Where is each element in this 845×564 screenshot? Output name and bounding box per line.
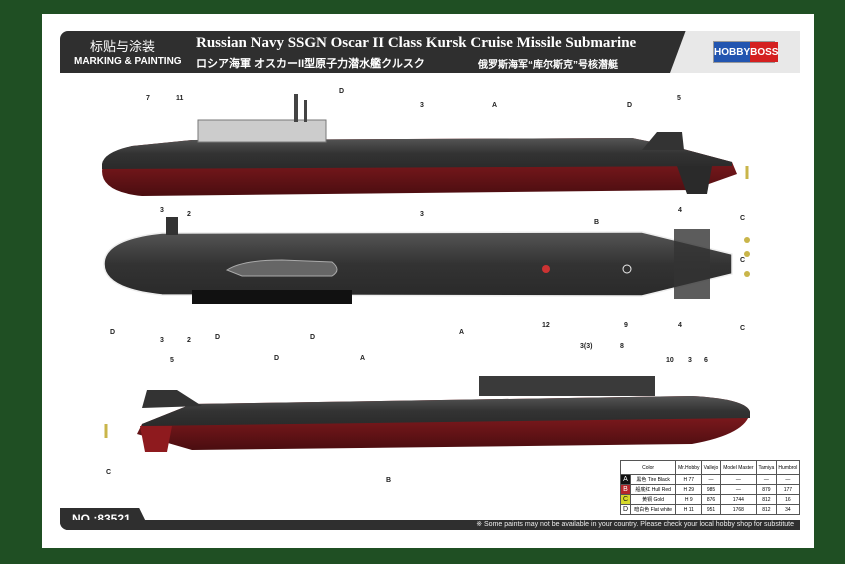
- swatch: B: [620, 484, 631, 495]
- callout-label: 3(3): [580, 343, 592, 350]
- callout-label: 5: [677, 95, 681, 102]
- cell: 812: [756, 494, 777, 505]
- callout-label: D: [215, 334, 220, 341]
- paint-note: ※ Some paints may not be available in yo…: [476, 521, 794, 528]
- callout-label: A: [492, 102, 497, 109]
- cell: —: [701, 474, 721, 485]
- callout-label: D: [274, 355, 279, 362]
- callout-label: D: [310, 334, 315, 341]
- color-name: 船底红 Hull Red: [629, 484, 677, 495]
- callout-label: C: [740, 257, 745, 264]
- callout-label: 3: [160, 207, 164, 214]
- callout-label: 3: [688, 357, 692, 364]
- swatch: A: [620, 474, 631, 485]
- color-name: 暗白色 Flat white: [629, 504, 677, 515]
- callout-label: 9: [624, 322, 628, 329]
- callout-label: 6: [704, 357, 708, 364]
- cell: 951: [701, 504, 721, 515]
- cell: H 9: [675, 494, 703, 505]
- section-title: MARKING & PAINTING: [74, 56, 182, 67]
- col-mrhobby: Mr.Hobby: [675, 460, 703, 475]
- jp-title: ロシア海軍 オスカーII型原子力潜水艦クルスク: [196, 58, 425, 70]
- callout-label: A: [360, 355, 365, 362]
- callout-label: A: [459, 329, 464, 336]
- cell: —: [775, 474, 801, 485]
- cn-section-title: 标贴与涂装: [90, 39, 156, 54]
- color-name: 黑色 Tire Black: [629, 474, 677, 485]
- cell: H 11: [675, 504, 703, 515]
- col-vallejo: Vallejo: [701, 460, 721, 475]
- cell: 1768: [719, 504, 758, 515]
- callout-label: 4: [678, 322, 682, 329]
- col-color: Color: [619, 460, 677, 475]
- swatch: D: [620, 504, 631, 515]
- callout-label: 2: [187, 337, 191, 344]
- callout-label: 8: [620, 343, 624, 350]
- footer: ※ Some paints may not be available in yo…: [60, 520, 800, 530]
- callout-label: B: [386, 477, 391, 484]
- callout-label: 3: [160, 337, 164, 344]
- instruction-sheet: 标贴与涂装 MARKING & PAINTING Russian Navy SS…: [42, 14, 814, 548]
- callout-label: D: [110, 329, 115, 336]
- cell: 1744: [719, 494, 758, 505]
- logo-boss: BOSS: [750, 42, 779, 62]
- callout-label: 11: [176, 95, 184, 102]
- col-humbrol: Humbrol: [775, 460, 801, 475]
- callout-label: 5: [170, 357, 174, 364]
- cell: 876: [701, 494, 721, 505]
- col-modelmaster: Model Master: [719, 460, 758, 475]
- zh-title: 俄罗斯海军“库尔斯克”号核潜艇: [478, 60, 618, 71]
- swatch: C: [620, 494, 631, 505]
- callout-label: D: [627, 102, 632, 109]
- cell: H 29: [675, 484, 703, 495]
- color-name: 黄铜 Gold: [629, 494, 677, 505]
- cell: 879: [756, 484, 777, 495]
- logo-hobby: HOBBY: [714, 42, 751, 62]
- callout-label: C: [740, 215, 745, 222]
- callout-label: 2: [187, 211, 191, 218]
- callout-label: C: [740, 325, 745, 332]
- callout-label: C: [106, 469, 111, 476]
- side-view-bottom: 5 D A 3(3) 8 10 3 6C B: [104, 343, 750, 484]
- cell: 16: [775, 494, 801, 505]
- callout-label: 3: [420, 211, 424, 218]
- callout-label: D: [339, 88, 344, 95]
- page-title: Russian Navy SSGN Oscar II Class Kursk C…: [196, 35, 637, 51]
- cell: 177: [775, 484, 801, 495]
- cell: —: [719, 474, 758, 485]
- callout-label: 3: [420, 102, 424, 109]
- callout-label: B: [594, 219, 599, 226]
- cell: —: [719, 484, 758, 495]
- cell: 812: [756, 504, 777, 515]
- callout-label: 10: [666, 357, 674, 364]
- col-tamiya: Tamiya: [756, 460, 777, 475]
- cell: —: [756, 474, 777, 485]
- callout-label: 12: [542, 322, 550, 329]
- cell: 34: [775, 504, 801, 515]
- header: 标贴与涂装 MARKING & PAINTING Russian Navy SS…: [60, 31, 800, 73]
- callout-label: 4: [678, 207, 682, 214]
- cell: H 77: [675, 474, 703, 485]
- callout-label: 7: [146, 95, 150, 102]
- cell: 985: [701, 484, 721, 495]
